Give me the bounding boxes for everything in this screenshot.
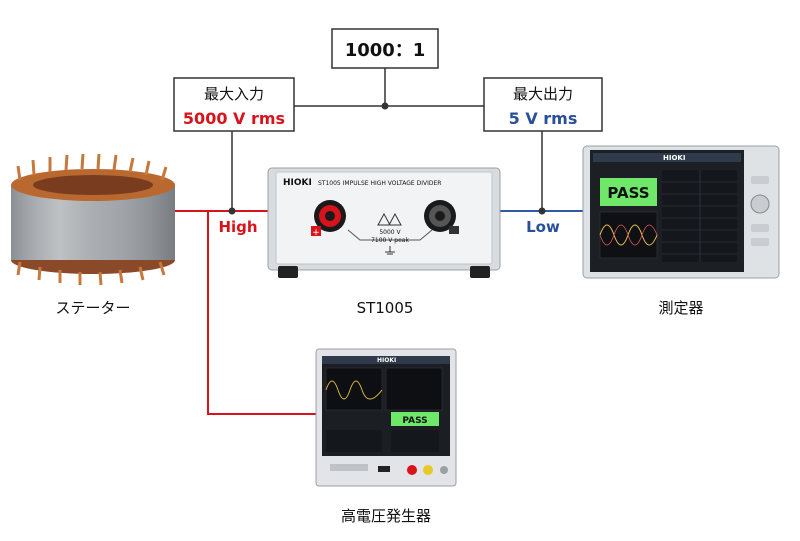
generator-pass-text: PASS: [402, 416, 427, 426]
divider-model-title: ST1005 IMPULSE HIGH VOLTAGE DIVIDER: [318, 180, 441, 187]
generator-brand: HIOKI: [377, 357, 396, 364]
divider-rating-1: 5000 V: [379, 229, 401, 236]
ratio-junction-dot: [381, 102, 389, 110]
generator-stop-button: [423, 465, 433, 475]
meter-brand: HIOKI: [663, 154, 685, 162]
stator-illustration: [11, 153, 175, 286]
stator-label: ステーター: [55, 299, 130, 317]
meter-label: 測定器: [658, 299, 703, 317]
generator-device: HIOKI PASS: [315, 348, 457, 487]
divider-brand: HIOKI: [283, 178, 312, 188]
low-junction-dot: [538, 207, 546, 215]
meter-device: HIOKI PASS: [582, 145, 780, 279]
max-output-value: 5 V rms: [509, 109, 578, 128]
max-output-box: 最大出力 5 V rms: [483, 77, 603, 132]
max-input-box: 最大入力 5000 V rms: [173, 77, 295, 132]
generator-start-button: [407, 465, 417, 475]
divider-device: HIOKI ST1005 IMPULSE HIGH VOLTAGE DIVIDE…: [267, 167, 501, 278]
svg-text:+: +: [312, 228, 320, 238]
high-junction-dot: [228, 207, 236, 215]
low-label: Low: [526, 218, 560, 236]
divider-label: ST1005: [357, 299, 414, 317]
max-output-label: 最大出力: [513, 85, 573, 103]
ratio-text: 1000：1: [345, 40, 426, 61]
divider-rating-2: 7100 V peak: [371, 237, 409, 244]
meter-knob: [750, 194, 770, 214]
ratio-box: 1000：1: [331, 28, 439, 69]
generator-pass-indicator: [391, 412, 439, 426]
max-input-value: 5000 V rms: [183, 109, 285, 128]
warning-icon: [377, 212, 391, 226]
meter-pass-indicator: [600, 178, 657, 206]
meter-pass-text: PASS: [607, 184, 649, 202]
generator-label: 高電圧発生器: [341, 507, 431, 525]
max-input-label: 最大入力: [204, 85, 264, 103]
high-label: High: [218, 218, 257, 236]
generator-line: [207, 211, 316, 415]
